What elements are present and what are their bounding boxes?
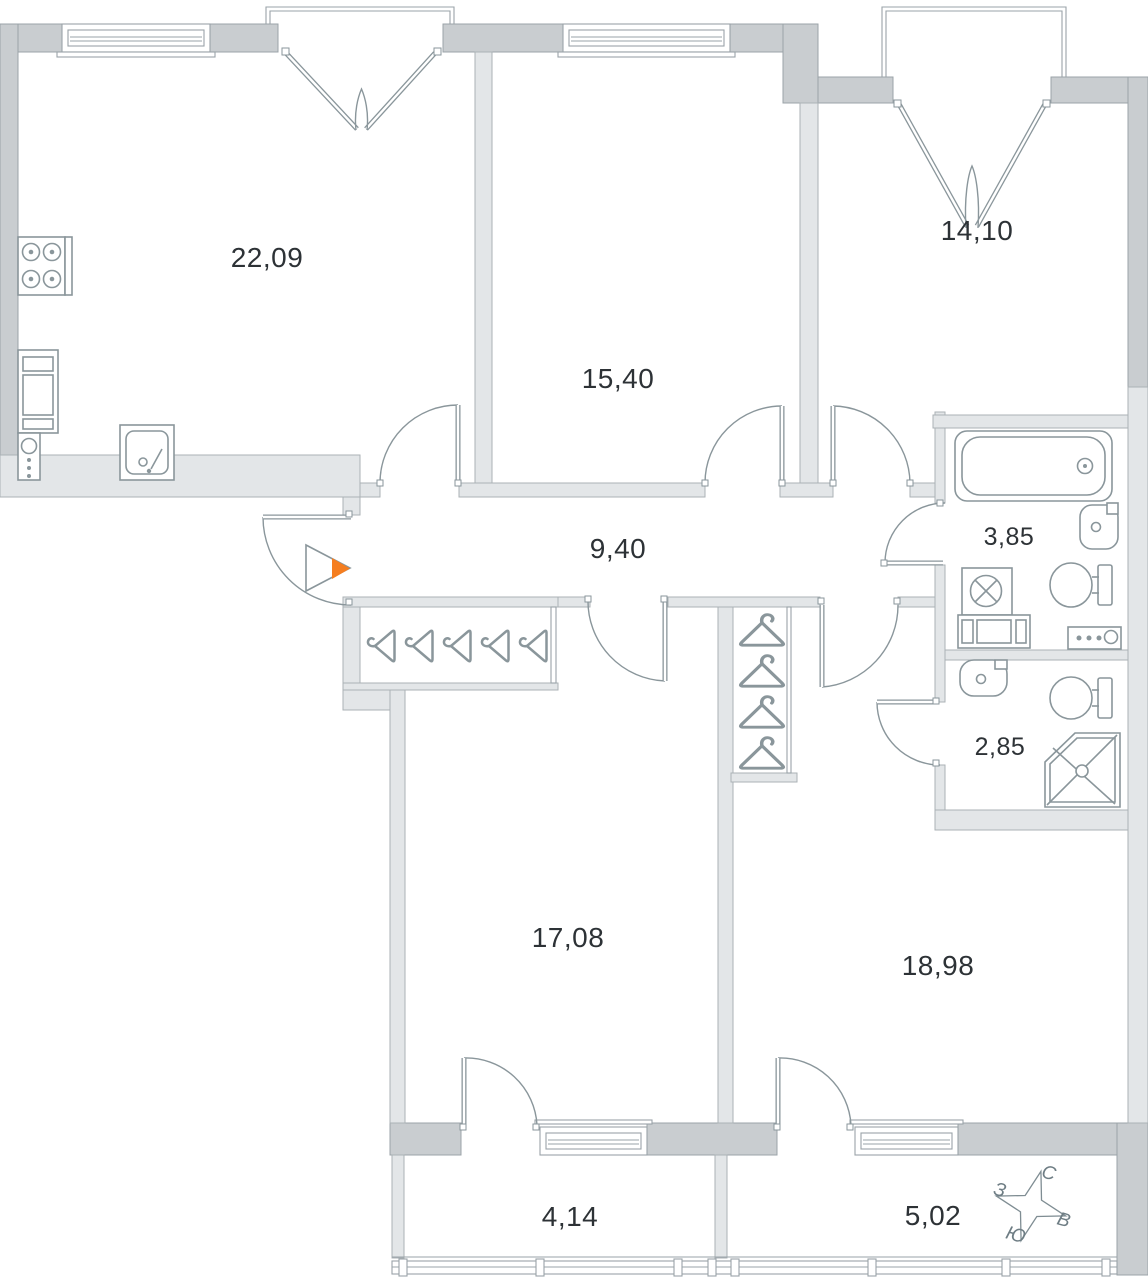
shower-cabin-icon (1044, 732, 1121, 808)
shower-toilet-icon (1049, 676, 1113, 720)
bathroom-sink-icon (1079, 502, 1119, 550)
room-area-label-bottom-left: 17,08 (532, 922, 605, 953)
room-area-label-hallway: 9,40 (590, 533, 647, 564)
washing-machine-icon (961, 567, 1013, 616)
entrance-door (262, 510, 353, 606)
compass-east-label: В (1055, 1209, 1073, 1233)
room-area-label-bottom-right: 18,98 (902, 950, 975, 981)
entrance-arrow-icon (305, 543, 352, 593)
hallway-wardrobe (366, 629, 548, 663)
kitchen-fixtures (17, 236, 175, 481)
door-bathroom (880, 499, 946, 567)
outer-walls (0, 23, 1148, 1276)
french-door-top-right (893, 99, 1051, 229)
partition-walls (0, 51, 1148, 1259)
bathroom-fixtures (954, 430, 1122, 808)
french-door-kitchen (281, 47, 442, 131)
kitchen-sink-icon (119, 424, 175, 481)
hanger-icon (518, 629, 548, 663)
closet-rail (786, 606, 792, 774)
room-area-label-shower-room: 2,85 (975, 733, 1026, 761)
window-kitchen (56, 23, 216, 58)
balcony-outlines (265, 6, 1118, 1277)
balcony-door-bottom-right (773, 1057, 854, 1131)
fridge-icon (17, 349, 59, 434)
windows (56, 23, 964, 1156)
door-room-top-middle (701, 405, 786, 487)
bathtub-icon (954, 430, 1113, 502)
bathroom-cabinet-icon (957, 614, 1031, 649)
balcony-outline-top-right (881, 6, 1067, 77)
door-room-top-right (829, 405, 914, 487)
door-kitchen (376, 404, 462, 487)
window-room-bottom-right (849, 1119, 964, 1156)
room-area-label-bathroom: 3,85 (984, 523, 1035, 551)
compass-rose: С З В Ю (991, 1161, 1073, 1249)
compass-south-label: Ю (1003, 1223, 1027, 1249)
hanger-icon (738, 653, 786, 688)
hanger-icon (366, 629, 396, 663)
window-room-bottom-left (534, 1119, 653, 1156)
closet (738, 612, 786, 770)
door-room-bottom-right (817, 597, 901, 688)
room-area-label-top-right: 14,10 (941, 215, 1014, 246)
toilet-icon (1049, 562, 1113, 608)
balcony-glazing-rail (391, 1256, 1118, 1277)
room-area-label-balcony-right: 5,02 (905, 1200, 962, 1231)
room-area-label-balcony-left: 4,14 (542, 1201, 599, 1232)
compass-north-label: С (1039, 1161, 1058, 1185)
door-shower-room (876, 697, 941, 767)
balcony-outline-kitchen (265, 6, 455, 24)
hanger-icon (442, 629, 472, 663)
boiler-icon (17, 432, 41, 481)
hanger-icon (738, 612, 786, 647)
compass-star-icon (994, 1169, 1068, 1243)
hanger-icon (480, 629, 510, 663)
balcony-door-bottom-left (459, 1057, 540, 1131)
window-room-top-middle (557, 23, 736, 58)
hanger-icon (738, 694, 786, 729)
hanger-icon (738, 735, 786, 770)
wardrobe-edge (550, 606, 557, 684)
room-area-label-top-middle: 15,40 (582, 363, 655, 394)
room-labels: 22,09 15,40 14,10 9,40 3,85 2,85 17,08 1… (231, 215, 1035, 1232)
towel-dryer-icon (1067, 626, 1122, 650)
hanger-icon (404, 629, 434, 663)
door-room-bottom-left (584, 595, 668, 682)
stove-icon (17, 236, 73, 296)
shower-sink-icon (959, 659, 1008, 697)
room-area-label-kitchen: 22,09 (231, 242, 304, 273)
